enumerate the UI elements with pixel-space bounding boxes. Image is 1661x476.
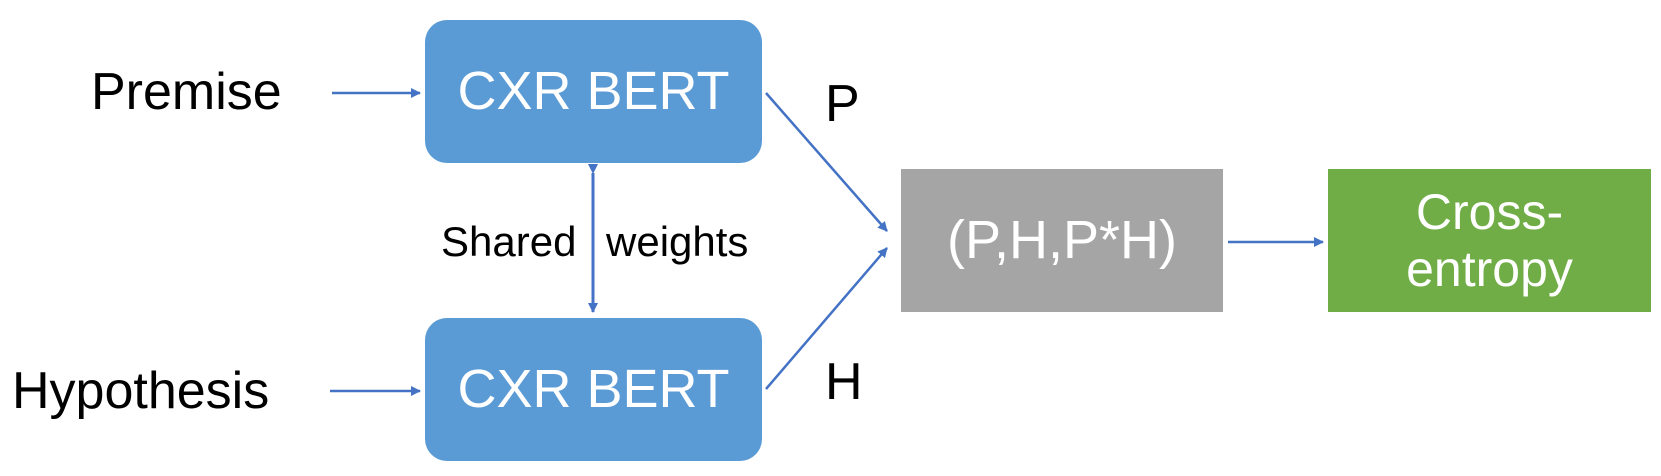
encoder-top-label: CXR BERT [457,60,730,121]
p-output-label: P [825,75,860,133]
encoder-box-bottom: CXR BERT [425,318,762,461]
shared-weights-label-left: Shared [441,218,577,265]
loss-box: Cross- entropy [1328,169,1651,312]
loss-label: Cross- entropy [1406,183,1573,297]
arrow-h-to-combine [765,247,888,390]
h-output-label: H [825,353,863,411]
premise-label: Premise [91,63,282,121]
shared-weights-label-right: weights [606,218,749,265]
combine-box: (P,H,P*H) [901,169,1223,312]
hypothesis-label: Hypothesis [12,362,270,420]
encoder-box-top: CXR BERT [425,20,762,163]
arrow-p-to-combine [765,92,888,232]
combine-label: (P,H,P*H) [946,209,1178,270]
encoder-bottom-label: CXR BERT [457,358,730,419]
